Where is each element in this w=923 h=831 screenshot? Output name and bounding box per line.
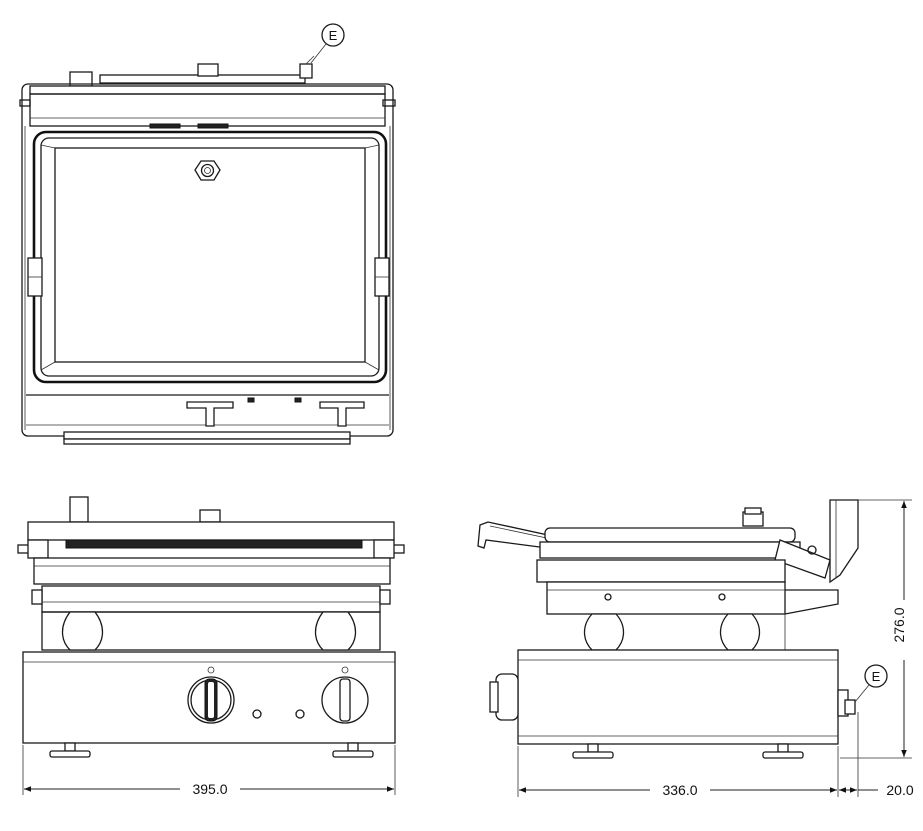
dimension-offset-label: 20.0 [886, 782, 913, 798]
dimension-depth-label: 336.0 [662, 782, 697, 798]
front-view: 395.0 [17, 496, 405, 797]
callout-e-top: E [329, 28, 338, 43]
dimension-width-label: 395.0 [192, 781, 227, 797]
top-view: E [19, 23, 396, 445]
dimension-height-label: 276.0 [891, 607, 907, 642]
side-view: E 336.0 20.0 276.0 [477, 499, 914, 798]
callout-e-side: E [872, 669, 881, 684]
